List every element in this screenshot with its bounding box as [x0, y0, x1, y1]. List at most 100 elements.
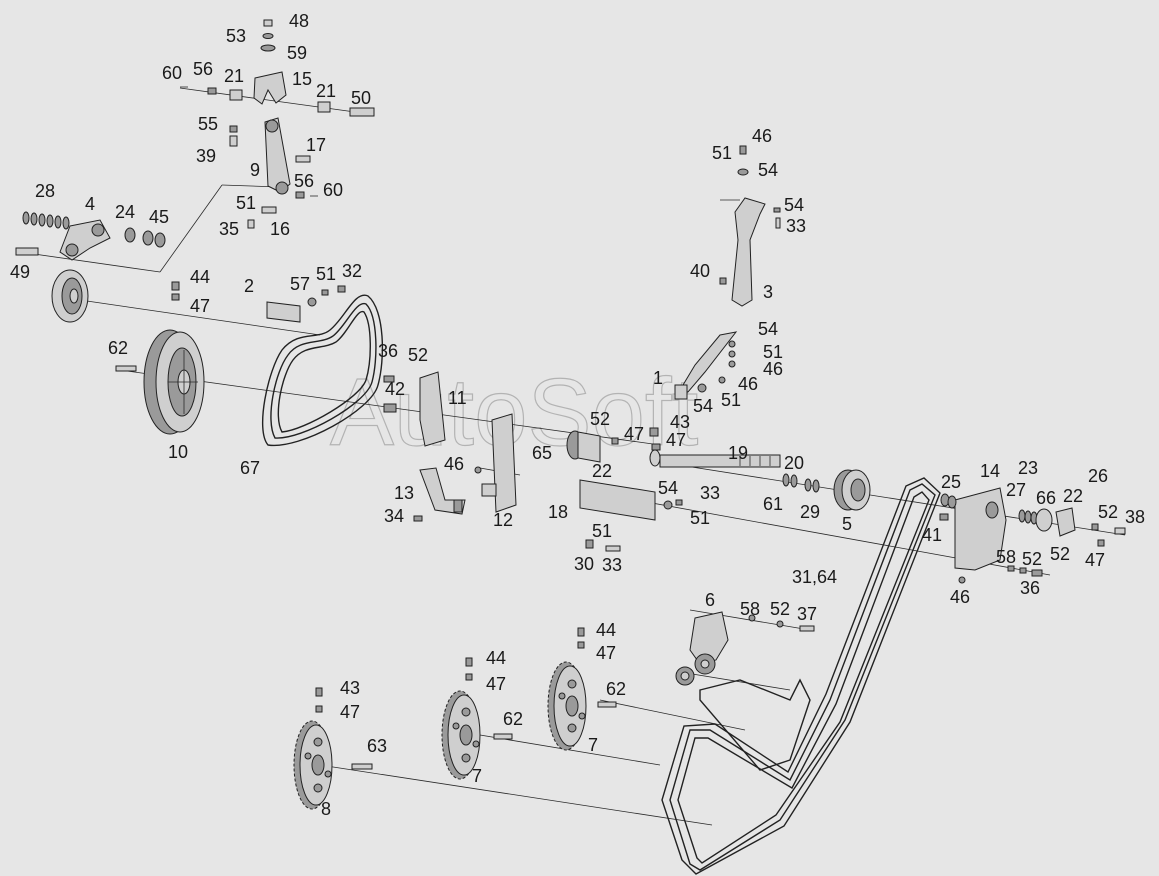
- callout-label: 37: [797, 604, 817, 624]
- callout-label: 41: [922, 525, 942, 545]
- callout-label: 25: [941, 472, 961, 492]
- pulley-10: [115, 281, 205, 435]
- callout-label: 47: [596, 643, 616, 663]
- callout-label: 46: [738, 374, 758, 394]
- callout-label: 54: [784, 195, 804, 215]
- callout-label: 51: [721, 390, 741, 410]
- callout-label: 52: [1098, 502, 1118, 522]
- callout-label: 51: [690, 508, 710, 528]
- callout-label: 47: [666, 430, 686, 450]
- callout-label: 5: [842, 514, 852, 534]
- callout-label: 33: [786, 216, 806, 236]
- callout-label: 13: [394, 483, 414, 503]
- callout-label: 53: [226, 26, 246, 46]
- callout-label: 59: [287, 43, 307, 63]
- callout-label: 15: [292, 69, 312, 89]
- callout-label: 57: [290, 274, 310, 294]
- callout-label: 30: [574, 554, 594, 574]
- callout-label: 31,64: [792, 567, 837, 587]
- callout-label: 7: [588, 735, 598, 755]
- callout-label: 58: [740, 599, 760, 619]
- callout-label: 4: [85, 194, 95, 214]
- callout-label: 18: [548, 502, 568, 522]
- callout-label: 47: [190, 296, 210, 316]
- idler-bracket-6: [675, 611, 815, 686]
- callout-label: 16: [270, 219, 290, 239]
- belt-67: [261, 294, 384, 447]
- callout-label: 54: [758, 160, 778, 180]
- pin-50: [349, 107, 375, 117]
- callout-label: 65: [532, 443, 552, 463]
- callout-label: 10: [168, 442, 188, 462]
- tensioner-arm-3: [674, 145, 781, 400]
- callout-label: 43: [340, 678, 360, 698]
- plate-2: [266, 285, 346, 323]
- callout-label: 62: [108, 338, 128, 358]
- callout-label: 54: [658, 478, 678, 498]
- callout-label: 2: [244, 276, 254, 296]
- callout-label: 44: [190, 267, 210, 287]
- callout-label: 33: [602, 555, 622, 575]
- callout-label: 42: [385, 379, 405, 399]
- callout-label: 63: [367, 736, 387, 756]
- right-bracket-14: [939, 487, 1126, 584]
- callout-label: 33: [700, 483, 720, 503]
- callout-label: 34: [384, 506, 404, 526]
- bushing-21: [229, 89, 243, 101]
- callout-label: 66: [1036, 488, 1056, 508]
- callout-label: 46: [752, 126, 772, 146]
- callout-label: 61: [763, 494, 783, 514]
- callout-label: 49: [10, 262, 30, 282]
- callout-label: 51: [712, 143, 732, 163]
- callout-label: 1: [653, 368, 663, 388]
- sprocket-7-right: [547, 627, 617, 751]
- bolt-48: [263, 19, 273, 27]
- callout-label: 46: [950, 587, 970, 607]
- callout-label: 47: [486, 674, 506, 694]
- callout-label: 46: [444, 454, 464, 474]
- callout-label: 39: [196, 146, 216, 166]
- shaft-assembly: [566, 427, 820, 552]
- callout-label: 32: [342, 261, 362, 281]
- callout-label: 3: [763, 282, 773, 302]
- sprocket-8: [293, 687, 373, 810]
- callout-label: 52: [1050, 544, 1070, 564]
- callout-label: 11: [448, 388, 467, 408]
- callout-label: 21: [316, 81, 336, 101]
- callout-label: 56: [193, 59, 213, 79]
- callout-label: 60: [162, 63, 182, 83]
- callout-label: 54: [693, 396, 713, 416]
- callout-label: 56: [294, 171, 314, 191]
- callout-label: 54: [758, 319, 778, 339]
- callout-label: 36: [1020, 578, 1040, 598]
- callout-label: 52: [408, 345, 428, 365]
- callout-label: 36: [378, 341, 398, 361]
- callout-label: 45: [149, 207, 169, 227]
- callout-label: 44: [596, 620, 616, 640]
- callout-label: 51: [763, 342, 783, 362]
- callout-label: 29: [800, 502, 820, 522]
- callout-label: 47: [1085, 550, 1105, 570]
- callout-label: 14: [980, 461, 1000, 481]
- callout-label: 48: [289, 11, 309, 31]
- callout-label: 35: [219, 219, 239, 239]
- callout-label: 44: [486, 648, 506, 668]
- callout-label: 52: [590, 409, 610, 429]
- tensioner-lever-assembly: [180, 19, 375, 229]
- callout-label: 8: [321, 799, 331, 819]
- callout-label: 43: [670, 412, 690, 432]
- callout-label: 22: [1063, 486, 1083, 506]
- callout-label: 19: [728, 443, 748, 463]
- callout-label: 46: [763, 359, 783, 379]
- callout-label: 51: [592, 521, 612, 541]
- callout-label: 23: [1018, 458, 1038, 478]
- callout-label: 24: [115, 202, 135, 222]
- callout-label: 17: [306, 135, 326, 155]
- callout-label: 38: [1125, 507, 1145, 527]
- callout-label: 47: [624, 424, 644, 444]
- callout-label: 20: [784, 453, 804, 473]
- hub-5: [833, 469, 871, 511]
- callout-label: 60: [323, 180, 343, 200]
